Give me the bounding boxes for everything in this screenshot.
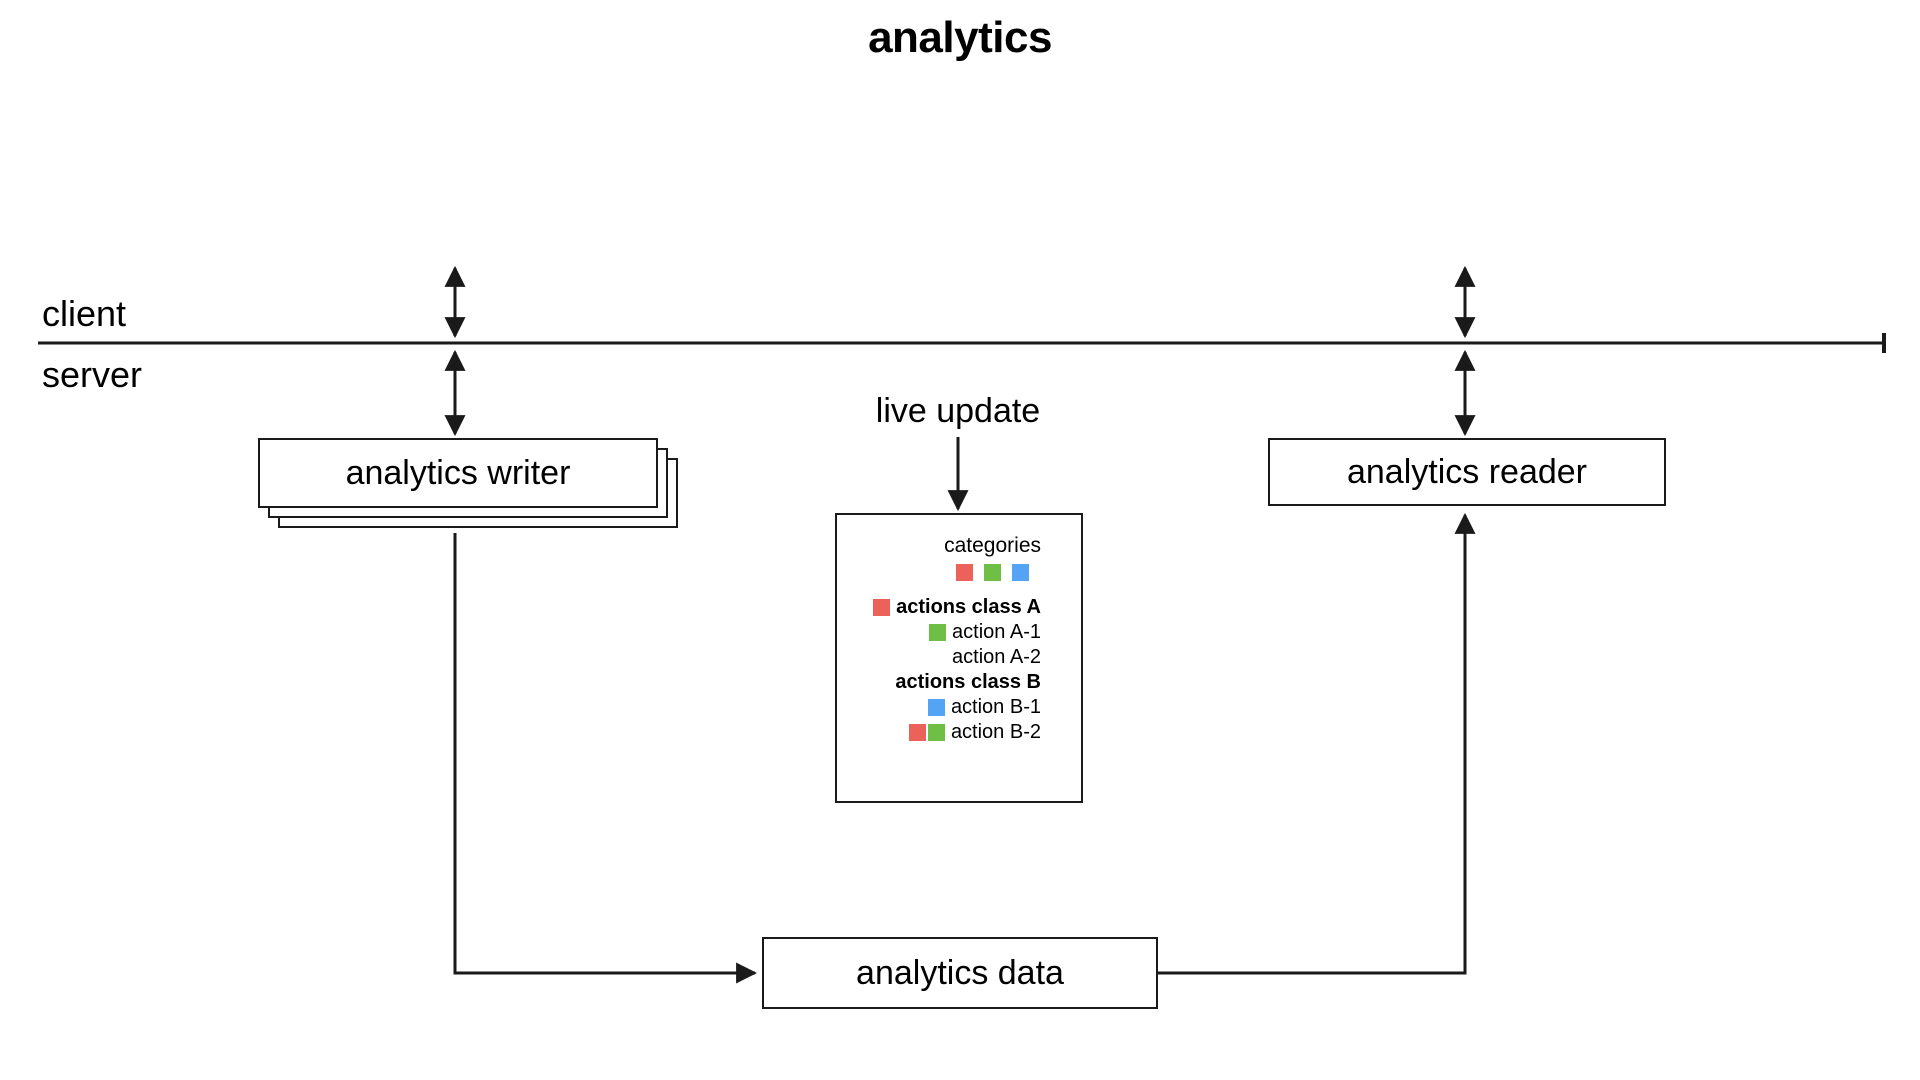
legend-row-swatch [908,724,926,741]
legend-palette-swatch-red [956,564,973,581]
legend-palette-swatch-green [984,564,1001,581]
legend-row-swatch [873,599,891,616]
legend-palette-swatches [956,564,1065,581]
writer-to-data-edge [453,533,758,984]
legend-row-swatches [929,624,947,641]
node-analytics-writer-label: analytics writer [345,454,571,492]
legend-row[interactable]: action B-2 [908,720,1065,745]
legend-rows: actions class A action A-1 action A-2 actio… [837,595,1065,745]
writer-stack-front-sheet[interactable]: analytics writer [258,438,658,508]
live-update-label: live update [875,392,1041,430]
legend-row[interactable]: actions class B [889,670,1065,695]
legend-row-label: action B-1 [950,696,1041,718]
zone-label-client: client [42,293,127,334]
legend-row[interactable]: action B-1 [927,695,1065,720]
node-analytics-reader-label: analytics reader [1346,453,1587,491]
legend-row[interactable]: action A-1 [929,620,1065,645]
legend-row-label: action B-2 [950,721,1041,743]
data-to-reader-edge [1158,512,1476,975]
legend-title: categories [944,534,1041,557]
legend-row-swatches [908,724,945,741]
node-analytics-writer[interactable]: analytics writer [258,438,678,528]
client-server-divider [38,333,1886,353]
legend-row-swatch [927,724,945,741]
legend-palette-swatch-blue [1012,564,1029,581]
legend-row-swatches [927,699,945,716]
legend-row-label: actions class A [896,596,1041,618]
legend-row-label: action A-1 [952,621,1041,643]
legend-row[interactable]: action A-2 [946,645,1065,670]
legend-row-label: action A-2 [952,646,1041,668]
node-analytics-data[interactable]: analytics data [762,937,1158,1009]
zone-label-server: server [42,354,143,395]
legend-row-label: actions class B [895,671,1041,693]
legend-row-swatch [929,624,947,641]
legend-row[interactable]: actions class A [873,595,1065,620]
legend-row-swatches [873,599,891,616]
node-analytics-data-label: analytics data [856,954,1064,992]
legend-row-swatch [927,699,945,716]
node-analytics-reader[interactable]: analytics reader [1268,438,1666,506]
page-title: analytics [868,13,1052,62]
